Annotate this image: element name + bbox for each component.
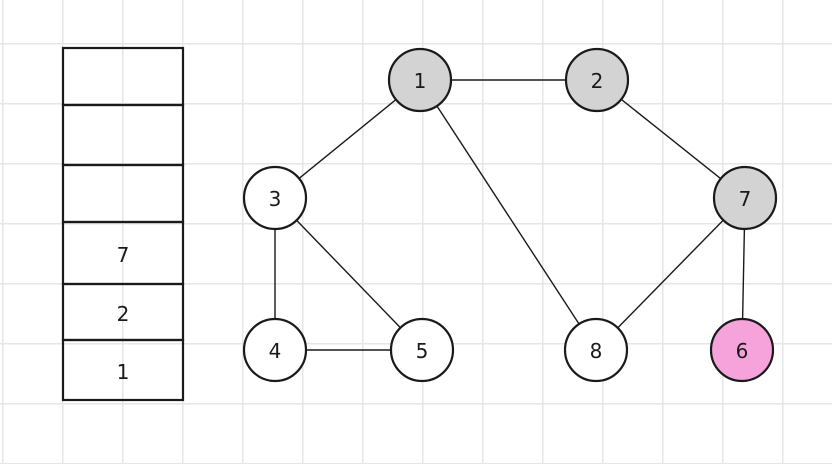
stack-slot-label: 1: [117, 360, 130, 384]
node-5: 5: [389, 317, 455, 383]
edge-7-6: [741, 228, 746, 320]
stack-slot-label: 2: [117, 302, 130, 326]
node-7: 7: [712, 165, 778, 231]
edge-2-7: [620, 98, 722, 180]
node-circle: [387, 47, 453, 113]
node-3: 3: [242, 165, 308, 231]
node-circle: [242, 317, 308, 383]
node-circle: [564, 47, 630, 113]
stack-slot: 7: [61, 220, 185, 286]
node-circle: [709, 317, 775, 383]
stack-slot-box: [61, 46, 185, 107]
node-label: 7: [739, 187, 752, 211]
node-label: 6: [736, 339, 749, 363]
node-circle: [242, 165, 308, 231]
node-6: 6: [709, 317, 775, 383]
node-label: 4: [269, 339, 282, 363]
stack-slot-box: [61, 163, 185, 224]
node-1: 1: [387, 47, 453, 113]
node-label: 1: [414, 69, 427, 93]
node-circle: [712, 165, 778, 231]
graph-nodes: 1 2 3 7 4 5 8 6: [242, 47, 778, 383]
graph-edges: [274, 79, 746, 351]
node-label: 2: [591, 69, 604, 93]
edge-3-5: [296, 219, 401, 329]
node-2: 2: [564, 47, 630, 113]
stack-slot-box: [61, 338, 185, 402]
stack-slot-box: [61, 103, 185, 167]
node-circle: [563, 317, 629, 383]
stack-slot: 2: [61, 282, 185, 342]
stack-slot: [61, 163, 185, 224]
stack-slot: 1: [61, 338, 185, 402]
edge-7-8: [617, 219, 724, 329]
edge-1-8: [436, 105, 580, 325]
node-circle: [389, 317, 455, 383]
node-label: 8: [590, 339, 603, 363]
stack-slot: [61, 46, 185, 107]
stack-slot: [61, 103, 185, 167]
node-label: 5: [416, 339, 429, 363]
node-label: 3: [269, 187, 282, 211]
node-4: 4: [242, 317, 308, 383]
edge-1-3: [298, 99, 397, 179]
stack: 7 2 1: [61, 46, 185, 402]
node-8: 8: [563, 317, 629, 383]
stack-slot-label: 7: [117, 243, 130, 267]
